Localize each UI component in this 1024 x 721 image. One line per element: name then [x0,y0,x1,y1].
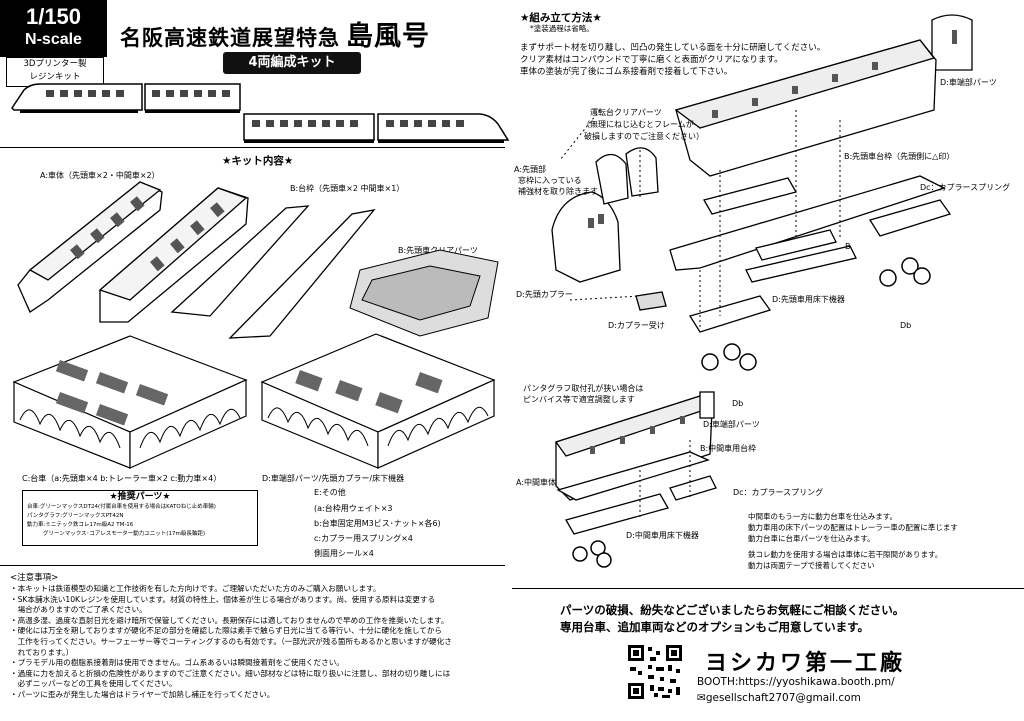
assembly-step-3: 車体の塗装が完了後にゴム系接着剤で接着して下さい。 [520,67,733,77]
note-item: 場合がありますのでご了承ください。 [10,605,147,615]
note-item: ・硬化には万全を期しておりますが硬化不足の部分を確認した際は素手で触らず日光に当… [10,626,443,636]
label-dc-spring-mid: Dc：カプラースプリング [733,488,824,497]
mid-note-2: 動力車用の床下パーツの配置はトレーラー車の配置に準じます [748,523,958,532]
label-d-underfloor-mid: D:中間車用床下機器 [626,531,699,540]
email-link[interactable]: ✉gesellschaft2707@gmail.com [697,692,861,704]
label-e-item-3: c:カプラー用スプリング×4 [314,534,413,543]
note-item: ・過度に力を加えると折損の危険性がありますのでご注意ください。細い部材などは特に… [10,668,451,678]
label-d-coupler-recv: D:カプラー受け [608,321,665,330]
recommend-item: パンタグラフ:グリーンマックスPT42N [27,513,124,519]
label-panto-1: パンタグラフ取付孔が狭い場合は [523,384,644,393]
label-a-lead-2: 窓枠に入っている [518,176,582,185]
email-text: gesellschaft2707@gmail.com [705,692,861,704]
recommended-parts-box: ★推奨パーツ★ 台車:グリーンマックスDT24(付属台車を使用する場合はKATO… [22,490,258,546]
notes-section: <注意事項> ・本キットは鉄道模型の知識と工作技術を有した方向けです。ご理解いた… [10,572,500,701]
label-e-heading: E:その他 [314,488,346,497]
label-d-end-top: D:車端部パーツ [940,78,997,87]
label-turntable-clear-2: （無理にねじ込むとフレームが [582,120,694,129]
label-db-mark-2: Db [732,399,744,408]
contact-line-1: パーツの破損、紛失などございましたらお気軽にご相談ください。 [560,603,905,617]
scale-text: 1/150 [25,4,82,29]
brand-name: ヨシカワ第一工廠 [705,651,906,676]
kit-type-line1: 3Dプリンター製 [23,59,87,69]
contents-top-divider [0,147,505,148]
mid-note-5: 動力は両面テープで接着してください [748,561,875,570]
label-turntable-clear-3: 破損しますのでご注意ください） [584,132,704,141]
assembly-subnote: *塗装過程は省略。 [530,24,594,33]
note-item: れております。） [10,647,74,657]
header-train-illustration [11,83,510,143]
gauge-text: N-scale [25,31,82,48]
recommend-title: ★推奨パーツ★ [109,492,171,502]
kit-type-line2: レジンキット [29,72,81,82]
label-e-item-2: b:台車固定用M3ビス･ナット×各6) [314,519,441,528]
label-a-body: A:車体（先頭車×2・中間車×2） [40,171,160,180]
page-title: 名阪高速鉄道展望特急島風号 [120,14,430,53]
label-c-truck: C:台車（a:先頭車×4 b:トレーラー車×2 c:動力車×4） [22,474,222,483]
mid-note-1: 中間車のもう一方に動力台車を仕込みます。 [748,512,898,521]
label-d-end-mid: D:車端部パーツ [703,420,760,429]
formation-badge: 4両編成キット [223,52,361,74]
qr-code-icon [626,643,684,701]
note-item: ・SK本舗水洗い10Kレジンを使用しています。材質の特性上、個体差が生じる場合が… [10,594,436,604]
assembly-illustration [551,14,973,568]
label-e-item-4: 側面用シール×4 [314,549,374,558]
recommend-item: 台車:グリーンマックスDT24(付属台車を使用する場合はKATOねじ止め車輪) [27,504,216,510]
contact-message: パーツの破損、紛失などございましたらお気軽にご相談ください。 専用台車、追加車両… [560,602,980,636]
label-b-mark: B [845,242,851,251]
label-b-lead-frame: B:先頭車台枠（先頭側に△印） [844,152,955,161]
contact-line-2: 専用台車、追加車両などのオプションもご用意しています。 [560,620,870,634]
recommend-item: グリーンマックス･コアレスモーター動力ユニット(17m級長軸距) [43,531,205,537]
label-e-item-1: (a:台枠用ウェイト×3 [314,504,393,513]
note-item: ・高温多湿、過度な直射日光を避け暗所で保管してください。長期保存には適しておりま… [10,615,449,625]
label-d-coupler: D:先頭カプラー [516,290,573,299]
label-dc-spring-top: Dc：カプラースプリング [920,183,1011,192]
label-a-mid-body: A:中間車体 [516,478,557,487]
label-a-lead-1: A:先頭部 [514,165,547,174]
contact-top-divider [512,588,1024,589]
label-d-underfloor-lead: D:先頭車用床下機器 [772,295,845,304]
label-b-mid-frame: B:中間車用台枠 [700,444,757,453]
notes-title: <注意事項> [10,573,59,583]
note-item: ・パーツに歪みが発生した場合はドライヤーで加熱し補正を行ってください。 [10,689,275,699]
note-item: 工作を行ってください。サーフェーサー等でコーティングするのも有効です。（一部光沢… [10,636,452,646]
mid-note-4: 鉄コレ動力を使用する場合は車体に若干隙間があります。 [748,550,943,559]
recommend-item: 動力車:ミニテック鉄コレ17m級A2 TM-16 [27,522,134,528]
note-item: 必ずニッパーなどの工具を使用してください。 [10,679,177,689]
scale-badge: 1/150 N-scale [0,0,107,57]
label-d-parts: D:車端部パーツ/先頭カプラー/床下機器 [262,474,405,483]
title-name: 島風号 [346,21,430,52]
label-turntable-clear-1: 運転台クリアパーツ [590,108,662,117]
mail-icon: ✉ [697,692,706,704]
assembly-step-1: まずサポート材を切り離し、凹凸の発生している面を十分に研磨してください。 [520,43,826,53]
note-item: ・プラモデル用の樹脂系接着剤は使用できません。ゴム系あるいは瞬間接着剤をご使用く… [10,658,344,668]
booth-url-link[interactable]: BOOTH:https://yyoshikawa.booth.pm/ [697,676,895,688]
kit-parts-upper-illustration [17,181,499,339]
kit-parts-lower-illustration [12,333,496,469]
assembly-heading: ★組み立て方法★ [520,12,602,24]
label-panto-2: ピンバイス等で適宜調整します [523,395,635,404]
notes-top-divider [0,565,505,566]
kit-type-box: 3Dプリンター製 レジンキット [6,57,104,87]
label-db-mark-1: Db [900,321,912,330]
mid-note-3: 動力台車に台車パーツを仕込みます。 [748,534,875,543]
label-a-lead-3: 補強材を取り除きます [518,187,598,196]
title-main: 名阪高速鉄道展望特急 [120,26,340,50]
note-item: ・本キットは鉄道模型の知識と工作技術を有した方向けです。ご理解いただいた方のみご… [10,584,381,593]
assembly-step-2: クリア素材はコンパウンドで丁寧に磨くと表面がクリアになります。 [520,55,783,65]
contents-heading: ★キット内容★ [222,155,294,167]
label-b-bogie: B:台枠（先頭車×2 中間車×1） [290,184,405,193]
